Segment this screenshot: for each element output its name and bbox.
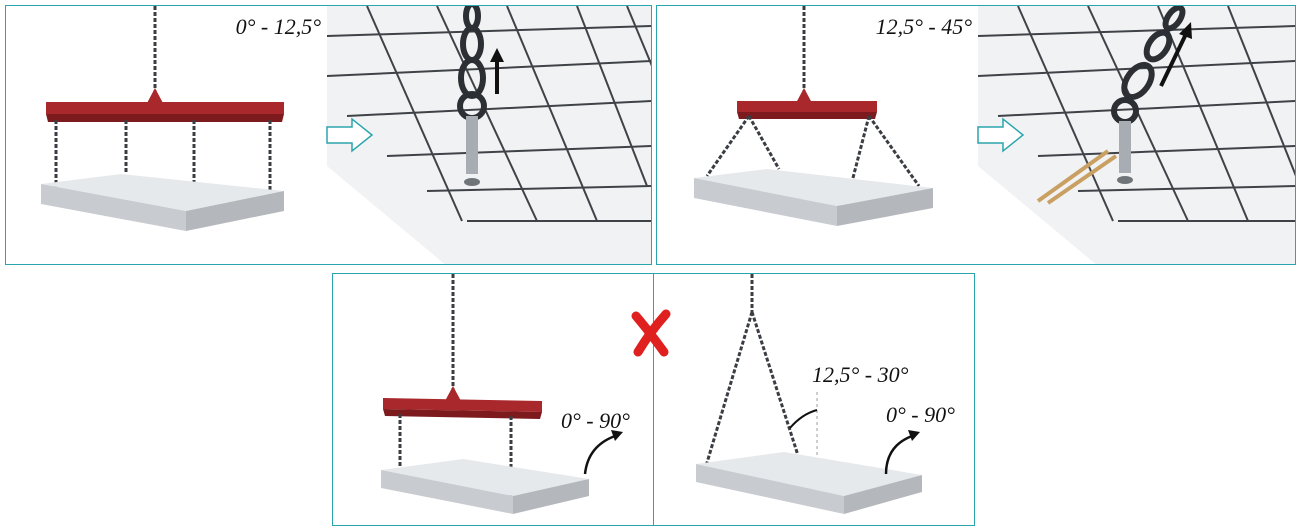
arrow-head-icon bbox=[1179, 22, 1192, 39]
concrete-slab-top bbox=[694, 169, 933, 206]
chain-sling-tilt-illustration bbox=[696, 274, 922, 514]
tilt-rotation-arrow bbox=[583, 434, 616, 475]
timber-strip-2 bbox=[1046, 154, 1118, 205]
concrete-slab-front bbox=[41, 184, 186, 231]
lifting-chain bbox=[457, 6, 487, 121]
slab-surface bbox=[978, 6, 1295, 264]
beam-lug bbox=[796, 88, 812, 103]
spreader-beam bbox=[383, 398, 542, 412]
concrete-slab-front bbox=[381, 470, 513, 514]
spreader-beam-side bbox=[383, 409, 542, 419]
chain-leg-1 bbox=[704, 311, 754, 467]
panel-chain-sling-tilt: 12,5° - 30° 0° - 90° bbox=[653, 273, 975, 526]
panel-anchor-detail-vertical bbox=[327, 5, 652, 265]
lifting-anchor bbox=[466, 116, 478, 174]
rebar-grid bbox=[327, 6, 651, 222]
chain-leg-4 bbox=[867, 115, 921, 187]
concrete-slab-side bbox=[837, 188, 933, 226]
spreader-beam-side bbox=[46, 114, 284, 122]
concrete-slab-top bbox=[381, 459, 589, 496]
right-arrow-icon bbox=[326, 117, 374, 153]
arrow-head-icon bbox=[908, 430, 920, 441]
concrete-slab-side bbox=[844, 475, 922, 514]
chain-leg-2 bbox=[747, 115, 781, 170]
arrow-head-icon bbox=[490, 48, 504, 62]
anchor-foot bbox=[1117, 176, 1133, 184]
spreader-beam-angled-illustration bbox=[694, 6, 933, 226]
right-arrow-icon bbox=[977, 117, 1025, 153]
concrete-slab-top bbox=[696, 452, 922, 496]
chain-leg-1 bbox=[705, 115, 751, 177]
tilt-rotation-arrow bbox=[884, 434, 913, 475]
sling-angle-label: 12,5° - 30° bbox=[812, 362, 909, 387]
angle-label: 12,5° - 45° bbox=[875, 14, 972, 39]
arrow-head-icon bbox=[611, 430, 623, 441]
concrete-slab-front bbox=[696, 464, 844, 514]
spreader-beam-vertical-illustration bbox=[41, 6, 284, 231]
spreader-beam bbox=[737, 101, 877, 112]
anchor-vertical-detail bbox=[327, 6, 651, 264]
lift-direction-arrow bbox=[1159, 33, 1188, 87]
concrete-slab-front bbox=[694, 178, 837, 226]
spreader-beam-tilt-illustration bbox=[381, 274, 623, 514]
sling-angle-arc bbox=[789, 409, 818, 429]
spreader-beam bbox=[46, 102, 284, 114]
cross-mark-icon bbox=[631, 309, 671, 357]
concrete-slab-top bbox=[41, 174, 284, 211]
timber-strip-1 bbox=[1036, 149, 1110, 203]
lifting-anchor bbox=[1119, 121, 1131, 173]
tilt-angle-label: 0° - 90° bbox=[561, 408, 630, 433]
beam-lug bbox=[445, 386, 461, 401]
panel-spreader-beam-angled: 12,5° - 45° bbox=[656, 5, 979, 265]
panel-spreader-beam-vertical: 0° - 12,5° bbox=[5, 5, 328, 265]
concrete-slab-side bbox=[186, 191, 284, 231]
slab-surface bbox=[327, 6, 651, 264]
panel-anchor-detail-angled bbox=[978, 5, 1296, 265]
anchor-angled-detail bbox=[978, 6, 1295, 264]
anchor-foot bbox=[464, 178, 480, 186]
angle-label: 0° - 12,5° bbox=[235, 14, 321, 39]
concrete-slab-side bbox=[513, 479, 589, 514]
spreader-beam-side bbox=[737, 112, 877, 119]
tilt-angle-label: 0° - 90° bbox=[886, 402, 955, 427]
beam-lug bbox=[146, 88, 164, 105]
panel-spreader-beam-tilt: 0° - 90° bbox=[332, 273, 654, 526]
